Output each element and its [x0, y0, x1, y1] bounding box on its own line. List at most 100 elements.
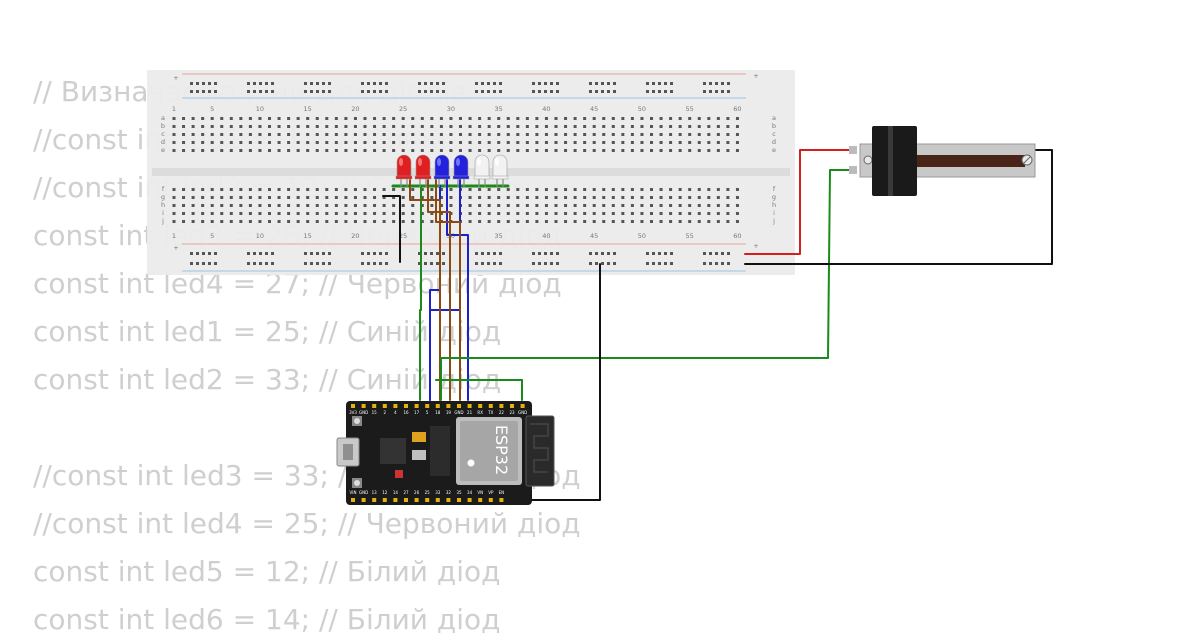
terminal-hole[interactable] [573, 188, 577, 191]
rail-hole[interactable] [607, 262, 610, 265]
terminal-hole[interactable] [735, 188, 739, 191]
terminal-hole[interactable] [344, 188, 348, 191]
terminal-hole[interactable] [191, 149, 195, 152]
esp32-pin-bottom[interactable] [393, 498, 398, 502]
terminal-hole[interactable] [325, 149, 329, 152]
terminal-hole[interactable] [363, 149, 367, 152]
terminal-hole[interactable] [373, 196, 377, 199]
terminal-hole[interactable] [707, 149, 711, 152]
terminal-hole[interactable] [306, 125, 310, 128]
terminal-hole[interactable] [669, 133, 673, 136]
terminal-hole[interactable] [573, 133, 577, 136]
terminal-hole[interactable] [688, 125, 692, 128]
terminal-hole[interactable] [277, 220, 281, 223]
rail-hole[interactable] [538, 82, 541, 85]
terminal-hole[interactable] [287, 204, 291, 207]
terminal-hole[interactable] [392, 149, 396, 152]
terminal-hole[interactable] [697, 188, 701, 191]
rail-hole[interactable] [721, 82, 724, 85]
terminal-hole[interactable] [239, 117, 243, 120]
terminal-hole[interactable] [344, 204, 348, 207]
rail-hole[interactable] [424, 82, 427, 85]
wire-brown-led3[interactable] [435, 179, 461, 401]
terminal-hole[interactable] [478, 125, 482, 128]
rail-hole[interactable] [646, 262, 649, 265]
terminal-hole[interactable] [315, 149, 319, 152]
terminal-hole[interactable] [201, 133, 205, 136]
rail-hole[interactable] [424, 252, 427, 255]
terminal-hole[interactable] [602, 117, 606, 120]
rail-hole[interactable] [544, 262, 547, 265]
led-red[interactable] [395, 154, 413, 187]
rail-hole[interactable] [259, 262, 262, 265]
terminal-hole[interactable] [239, 149, 243, 152]
terminal-hole[interactable] [592, 188, 596, 191]
terminal-hole[interactable] [439, 212, 443, 215]
terminal-hole[interactable] [182, 204, 186, 207]
terminal-hole[interactable] [592, 117, 596, 120]
terminal-hole[interactable] [659, 220, 663, 223]
rail-hole[interactable] [202, 262, 205, 265]
terminal-hole[interactable] [583, 212, 587, 215]
terminal-hole[interactable] [697, 149, 701, 152]
terminal-hole[interactable] [592, 196, 596, 199]
terminal-hole[interactable] [602, 196, 606, 199]
terminal-hole[interactable] [248, 125, 252, 128]
terminal-hole[interactable] [268, 204, 271, 207]
terminal-hole[interactable] [191, 220, 195, 223]
terminal-hole[interactable] [544, 141, 548, 144]
terminal-hole[interactable] [630, 149, 634, 152]
terminal-hole[interactable] [621, 133, 625, 136]
terminal-hole[interactable] [287, 133, 291, 136]
terminal-hole[interactable] [325, 125, 329, 128]
terminal-hole[interactable] [182, 196, 186, 199]
terminal-hole[interactable] [525, 204, 529, 207]
terminal-hole[interactable] [191, 212, 195, 215]
led-red[interactable] [414, 154, 432, 187]
wire-brown-led1[interactable] [409, 179, 441, 401]
esp32-pin-bottom[interactable] [457, 498, 461, 502]
terminal-hole[interactable] [535, 117, 539, 120]
terminal-hole[interactable] [182, 149, 186, 152]
terminal-hole[interactable] [401, 196, 405, 199]
rail-hole[interactable] [658, 252, 661, 255]
terminal-hole[interactable] [315, 125, 319, 128]
terminal-hole[interactable] [306, 196, 310, 199]
rail-hole[interactable] [196, 90, 199, 93]
rail-hole[interactable] [253, 262, 256, 265]
terminal-hole[interactable] [554, 117, 558, 120]
terminal-hole[interactable] [268, 133, 271, 136]
rail-hole[interactable] [247, 252, 250, 255]
terminal-hole[interactable] [287, 196, 291, 199]
terminal-hole[interactable] [506, 212, 510, 215]
terminal-hole[interactable] [459, 149, 462, 152]
terminal-hole[interactable] [659, 212, 663, 215]
terminal-hole[interactable] [478, 220, 482, 223]
terminal-hole[interactable] [716, 133, 720, 136]
rail-hole[interactable] [322, 90, 325, 93]
terminal-hole[interactable] [306, 133, 310, 136]
esp32-pin-top[interactable] [361, 404, 366, 408]
terminal-hole[interactable] [401, 220, 405, 223]
terminal-hole[interactable] [583, 188, 587, 191]
rail-hole[interactable] [328, 90, 331, 93]
terminal-hole[interactable] [258, 117, 262, 120]
terminal-hole[interactable] [468, 204, 472, 207]
rail-hole[interactable] [550, 252, 553, 255]
terminal-hole[interactable] [353, 133, 357, 136]
terminal-hole[interactable] [640, 141, 644, 144]
rail-hole[interactable] [544, 82, 547, 85]
terminal-hole[interactable] [630, 212, 634, 215]
rail-hole[interactable] [373, 252, 376, 255]
rail-hole[interactable] [259, 252, 262, 255]
terminal-hole[interactable] [735, 204, 739, 207]
terminal-hole[interactable] [430, 149, 434, 152]
rail-hole[interactable] [646, 252, 649, 255]
rail-hole[interactable] [721, 252, 724, 255]
terminal-hole[interactable] [516, 149, 520, 152]
terminal-hole[interactable] [287, 220, 291, 223]
rail-hole[interactable] [202, 82, 205, 85]
terminal-hole[interactable] [382, 212, 386, 215]
terminal-hole[interactable] [334, 204, 338, 207]
rail-hole[interactable] [196, 82, 199, 85]
